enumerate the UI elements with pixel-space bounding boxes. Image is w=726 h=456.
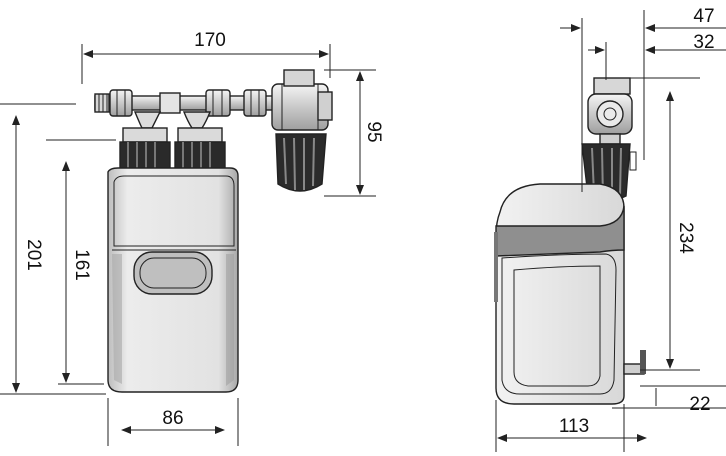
dim-label-side-offset-inner: 32 (693, 32, 714, 53)
front-view: 170 95 201 161 86 (0, 30, 384, 446)
dim-side-height: 234 (606, 77, 700, 371)
dim-label-height-body: 161 (71, 249, 92, 281)
dim-label-side-offset-outer: 47 (693, 6, 714, 27)
front-fittings (94, 69, 333, 192)
side-fittings (581, 77, 637, 202)
dim-label-side-height: 234 (675, 222, 696, 254)
dim-width-body: 86 (107, 398, 239, 446)
dim-side-offset-inner: 32 (588, 32, 726, 80)
dim-label-width-body: 86 (162, 408, 183, 429)
dim-label-side-bottom-offset: 22 (689, 394, 710, 415)
front-body (107, 167, 239, 393)
dim-side-depth: 113 (495, 400, 647, 452)
dim-side-bottom-offset: 22 (612, 385, 726, 415)
dim-height-body: 161 (46, 139, 116, 385)
side-view: 47 32 234 22 113 (494, 6, 726, 452)
dim-height-total: 201 (0, 103, 106, 395)
dim-label-width-total: 170 (194, 30, 226, 51)
side-body (494, 183, 646, 405)
dim-label-height-total: 201 (23, 239, 44, 271)
dim-label-valve-height: 95 (363, 121, 384, 142)
dim-width-total: 170 (81, 30, 331, 84)
dim-label-side-depth: 113 (559, 416, 589, 437)
dim-valve-height: 95 (324, 69, 384, 197)
dim-side-offset-outer: 47 (560, 6, 726, 192)
